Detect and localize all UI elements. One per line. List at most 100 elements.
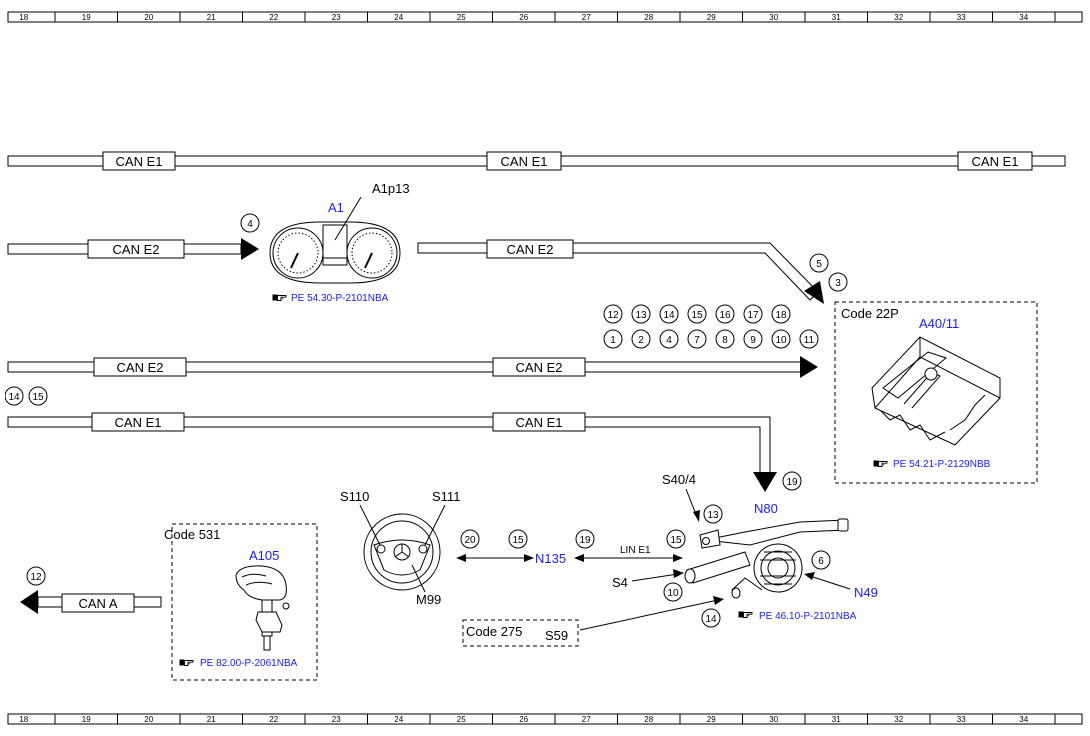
grid-column-label: 33 [957, 715, 966, 724]
a40-11-label: A40/11 [919, 316, 959, 331]
marker-3: 3 [828, 272, 848, 292]
m99-label: M99 [416, 592, 441, 607]
grid-column-label: 24 [394, 715, 403, 724]
svg-text:20: 20 [464, 535, 476, 546]
marker-4-a1: 4 [240, 213, 260, 233]
svg-text:LIN E1: LIN E1 [620, 545, 651, 556]
a105-reference-link[interactable]: PE 82.00-P-2061NBA [200, 658, 298, 669]
svg-text:10: 10 [667, 588, 679, 599]
a1-reference-link[interactable]: PE 54.30-P-2101NBA [291, 293, 389, 304]
connector-marker: 2 [631, 329, 651, 349]
can-a-bus: CAN A [20, 590, 162, 614]
grid-column-label: 23 [332, 13, 341, 22]
bus-label: CAN E2 [516, 360, 563, 375]
marker-19-n135: 19 [575, 529, 595, 549]
grid-column-label: 22 [269, 13, 278, 22]
connector-marker: 12 [603, 304, 623, 324]
a40-11-reference-link[interactable]: PE 54.21-P-2129NBB [893, 459, 991, 470]
hand-pointer-icon [873, 460, 888, 467]
svg-text:14: 14 [8, 392, 20, 403]
a1p13-label: A1p13 [372, 181, 410, 196]
svg-text:14: 14 [705, 614, 717, 625]
marker-14-left: 14 [4, 386, 24, 406]
svg-text:6: 6 [818, 556, 824, 567]
grid-column-label: 34 [1019, 13, 1028, 22]
svg-text:13: 13 [635, 310, 647, 321]
grid-column-label: 18 [19, 13, 28, 22]
grid-column-label: 25 [457, 13, 466, 22]
can-e2-middle-bus: CAN E2 CAN E2 [7, 356, 818, 378]
connector-marker: 14 [659, 304, 679, 324]
s59-code-box [462, 619, 579, 647]
svg-text:4: 4 [247, 219, 253, 230]
bus-label: CAN E1 [516, 415, 563, 430]
connector-marker: 18 [771, 304, 791, 324]
grid-column-label: 22 [269, 715, 278, 724]
a105-label: A105 [249, 548, 279, 563]
connector-marker: 17 [743, 304, 763, 324]
steering-column-module [684, 518, 849, 599]
grid-column-label: 27 [582, 715, 591, 724]
n80-label: N80 [754, 501, 778, 516]
marker-15-n135: 15 [508, 529, 528, 549]
lin-e1-link: LIN E1 [574, 545, 683, 562]
grid-column-label: 25 [457, 715, 466, 724]
svg-text:19: 19 [786, 477, 798, 488]
a105-code-box [171, 523, 318, 681]
s59-code: Code 275 [466, 624, 522, 639]
bus-label: CAN E2 [507, 242, 554, 257]
grid-column-label: 30 [769, 715, 778, 724]
bus-label: CAN A [78, 596, 117, 611]
svg-text:15: 15 [512, 535, 524, 546]
connector-marker: 8 [715, 329, 735, 349]
s40-4-label: S40/4 [662, 472, 696, 487]
grid-column-label: 33 [957, 13, 966, 22]
grid-column-label: 29 [707, 13, 716, 22]
svg-text:15: 15 [670, 535, 682, 546]
connector-marker: 7 [687, 329, 707, 349]
grid-column-label: 32 [894, 715, 903, 724]
svg-text:7: 7 [694, 335, 700, 346]
grid-column-label: 26 [519, 13, 528, 22]
marker-19-n80: 19 [782, 471, 802, 491]
bus-label: CAN E1 [501, 154, 548, 169]
svg-text:8: 8 [722, 335, 728, 346]
connector-marker: 4 [659, 329, 679, 349]
grid-column-label: 21 [207, 13, 216, 22]
can-e2-a1-bus: CAN E2 [7, 238, 259, 260]
marker-20: 20 [460, 529, 480, 549]
grid-column-label: 26 [519, 715, 528, 724]
a105-code: Code 531 [164, 527, 220, 542]
a40-11-code: Code 22P [841, 306, 899, 321]
a1-label: A1 [328, 200, 344, 215]
bus-label: CAN E1 [116, 154, 163, 169]
grid-column-label: 19 [82, 715, 91, 724]
bus-label: CAN E1 [972, 154, 1019, 169]
svg-text:11: 11 [804, 335, 815, 346]
svg-text:10: 10 [775, 335, 787, 346]
grid-column-label: 20 [144, 715, 153, 724]
connector-marker: 13 [631, 304, 651, 324]
steering-wheel [359, 504, 446, 593]
grid-column-label: 24 [394, 13, 403, 22]
connector-marker: 10 [771, 329, 791, 349]
steering-wheel-link [456, 554, 534, 562]
n80-reference-link[interactable]: PE 46.10-P-2101NBA [759, 611, 857, 622]
marker-15-s4: 15 [666, 529, 686, 549]
a40-11-code-box [834, 301, 1038, 484]
grid-column-label: 29 [707, 715, 716, 724]
svg-text:9: 9 [750, 335, 756, 346]
grid-column-label: 31 [832, 13, 841, 22]
svg-text:17: 17 [747, 310, 759, 321]
connector-marker: 1 [603, 329, 623, 349]
grid-column-label: 27 [582, 13, 591, 22]
grid-column-label: 30 [769, 13, 778, 22]
svg-text:5: 5 [816, 259, 822, 270]
marker-10: 10 [663, 582, 683, 602]
can-e2-a40-bus: CAN E2 [417, 239, 824, 304]
